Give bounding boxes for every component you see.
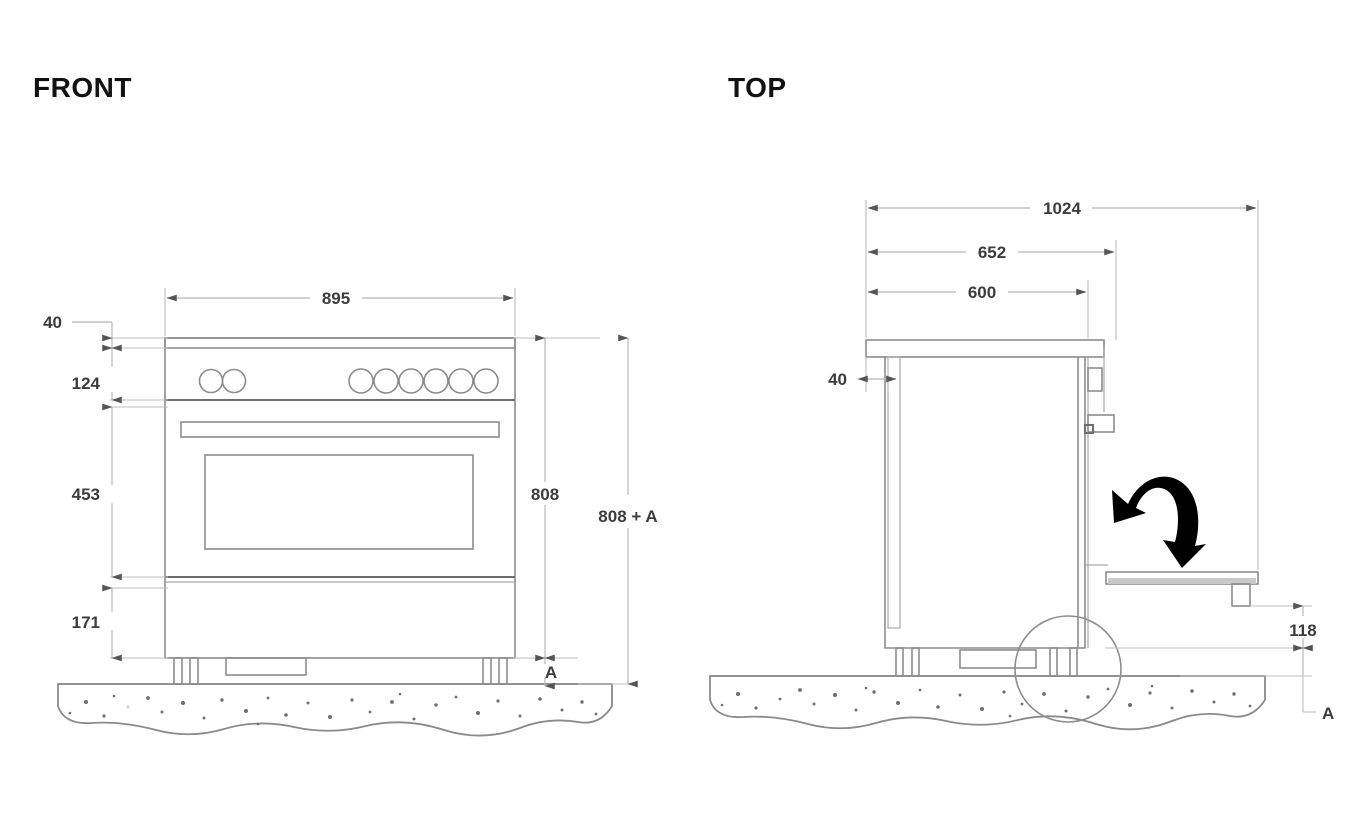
front-body-outline bbox=[164, 337, 516, 659]
front-knob-right-1 bbox=[348, 368, 374, 394]
dim-label-171: 171 bbox=[72, 613, 100, 632]
front-knob-right-4 bbox=[423, 368, 449, 394]
front-door-handle bbox=[180, 421, 500, 438]
front-knob-right-2 bbox=[373, 368, 399, 394]
front-leg-4 bbox=[498, 657, 508, 685]
dim-label-808: 808 bbox=[531, 485, 559, 504]
front-view-title: FRONT bbox=[33, 72, 132, 103]
top-hinge-lower bbox=[1087, 414, 1115, 433]
front-leg-2 bbox=[189, 657, 199, 685]
front-leg-3 bbox=[482, 657, 492, 685]
dim-label-652: 652 bbox=[978, 243, 1006, 262]
top-detail-circle bbox=[1014, 615, 1122, 723]
top-leg-rear-2 bbox=[1069, 647, 1078, 677]
top-open-door-shadow bbox=[1108, 578, 1256, 584]
front-plinth-recess bbox=[225, 657, 307, 676]
top-appliance-drawing bbox=[709, 339, 1266, 731]
dim-label-A-top: A bbox=[1322, 704, 1334, 723]
top-hinge-upper bbox=[1087, 367, 1103, 392]
dim-label-40-top: 40 bbox=[828, 370, 847, 389]
dim-label-453: 453 bbox=[72, 485, 100, 504]
dim-label-40-front: 40 bbox=[43, 313, 62, 332]
front-dimensions: 895 40 124 453 171 bbox=[43, 288, 658, 690]
top-hinge-pin bbox=[1083, 423, 1095, 435]
dim-label-895: 895 bbox=[322, 289, 350, 308]
door-swing-arrow bbox=[1112, 476, 1206, 568]
front-worktop bbox=[164, 337, 516, 349]
front-knob-right-5 bbox=[448, 368, 474, 394]
top-body-outline bbox=[884, 357, 1086, 649]
top-plinth-recess bbox=[959, 649, 1037, 669]
dim-label-808-plus-A: 808 + A bbox=[598, 507, 657, 526]
front-leg-1 bbox=[173, 657, 183, 685]
dim-label-118: 118 bbox=[1289, 621, 1316, 640]
top-leg-rear-1 bbox=[1049, 647, 1058, 677]
front-knob-right-3 bbox=[398, 368, 424, 394]
top-leg-front-1 bbox=[895, 647, 904, 677]
dim-label-124: 124 bbox=[72, 374, 101, 393]
top-dimensions: 1024 652 600 40 118 bbox=[828, 199, 1334, 723]
top-ground-slab bbox=[709, 675, 1266, 731]
front-oven-window bbox=[204, 454, 474, 550]
front-knob-left-1 bbox=[198, 368, 224, 394]
front-knob-left-2 bbox=[221, 368, 247, 394]
top-view-title: TOP bbox=[728, 72, 787, 103]
front-ground-slab bbox=[57, 683, 613, 737]
dim-label-A-front: A bbox=[545, 663, 557, 682]
front-appliance-drawing bbox=[57, 337, 613, 737]
top-open-door-stop bbox=[1231, 583, 1251, 607]
top-worktop-slab bbox=[865, 339, 1105, 358]
dim-label-600: 600 bbox=[968, 283, 996, 302]
front-ground-hatch-specks bbox=[68, 692, 598, 726]
top-front-door-panel bbox=[887, 356, 901, 629]
top-ground-hatch-specks bbox=[720, 684, 1252, 718]
top-leg-front-2 bbox=[911, 647, 920, 677]
front-knob-right-6 bbox=[473, 368, 499, 394]
dim-label-1024: 1024 bbox=[1043, 199, 1081, 218]
